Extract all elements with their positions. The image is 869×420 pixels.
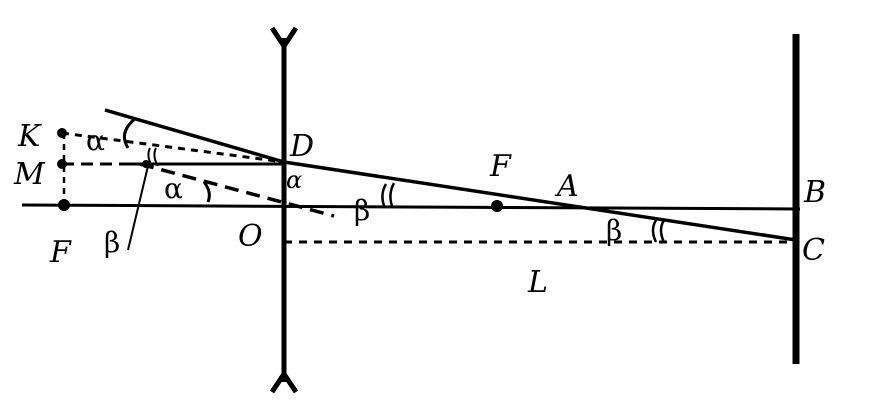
arc-beta-right-1 (651, 219, 658, 243)
arc-alpha-top (122, 116, 137, 149)
lens-bottom-arrow (269, 369, 299, 394)
arc-alpha-mid (202, 181, 211, 203)
arc-beta-right-2 (659, 219, 666, 243)
label-l: L (527, 265, 548, 300)
dashed-k-to-d (61, 131, 285, 164)
point-f-left (58, 199, 70, 211)
beta-leader (127, 165, 149, 251)
arc-beta-mid-1 (381, 183, 388, 207)
label-beta-right: β (606, 214, 622, 247)
point-f-mid (491, 200, 503, 212)
optical-axis (21, 203, 801, 211)
dashed-oblique-through-o (139, 162, 335, 218)
label-alpha-top: α (86, 124, 105, 157)
label-f-mid: F (489, 149, 512, 184)
point-m (57, 159, 67, 169)
arc-beta-left-2 (153, 147, 159, 167)
arc-beta-left-1 (147, 147, 153, 167)
ray-incident (104, 108, 285, 164)
lens-top-arrow (269, 26, 299, 51)
label-c: C (802, 233, 825, 268)
label-beta-left: β (104, 226, 120, 259)
label-d: D (289, 129, 314, 164)
arc-beta-mid-2 (389, 182, 396, 207)
label-k: K (17, 119, 42, 154)
label-beta-mid: β (354, 194, 370, 227)
label-alpha-mid: α (164, 172, 183, 205)
label-o: O (238, 219, 263, 254)
label-alpha-lens: α (286, 166, 302, 194)
label-f-left: F (49, 235, 72, 270)
label-m: M (13, 157, 46, 192)
ray-d-to-c (283, 160, 797, 242)
label-b: B (803, 175, 826, 210)
point-k (57, 128, 67, 138)
label-a: A (554, 169, 579, 204)
